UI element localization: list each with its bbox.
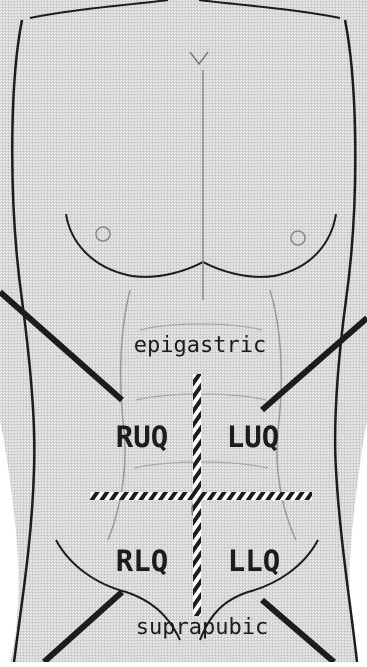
ruq-label: RUQ: [116, 420, 168, 454]
horizontal-divider: [90, 492, 312, 500]
epigastric-label: epigastric: [134, 333, 266, 358]
rlq-label: RLQ: [116, 544, 168, 578]
luq-label: LUQ: [227, 420, 279, 454]
llq-label: LLQ: [228, 544, 280, 578]
suprapubic-label: suprapubic: [136, 615, 268, 640]
